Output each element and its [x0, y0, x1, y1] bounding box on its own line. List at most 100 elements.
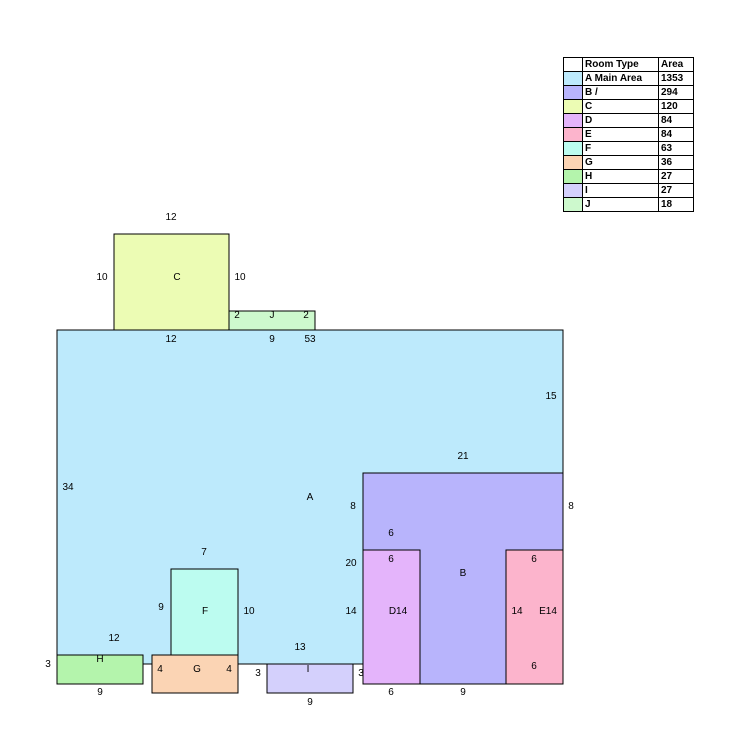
- legend-room-type: C: [582, 99, 659, 114]
- legend-room-area: 36: [658, 155, 694, 170]
- room-f-dim-left: 9: [158, 602, 164, 613]
- room-g[interactable]: [151, 654, 239, 694]
- legend-room-area: 27: [658, 183, 694, 198]
- room-c[interactable]: [113, 233, 230, 331]
- legend-room-area: 120: [658, 99, 694, 114]
- legend-header-type: Room Type: [582, 57, 659, 72]
- legend-room-type: H: [582, 169, 659, 184]
- room-c-label: C: [173, 272, 180, 283]
- room-e-dim-top: 6: [531, 554, 537, 565]
- room-a-dim-14: 14: [345, 606, 357, 617]
- room-a-dim-15: 15: [545, 391, 557, 402]
- room-a-dim-8: 8: [350, 501, 356, 512]
- room-d-dim-top: 6: [388, 554, 394, 565]
- legend-room-type: E: [582, 127, 659, 142]
- room-d-dim-bottom: 6: [388, 687, 394, 698]
- room-e-dim-left: 14: [511, 606, 523, 617]
- room-a-dim-3: 3: [358, 668, 364, 679]
- room-h-label: H: [96, 654, 103, 665]
- legend-room-area: 1353: [658, 71, 694, 86]
- room-a-dim-13: 13: [294, 642, 306, 653]
- legend-header-row: Room Type Area: [563, 57, 694, 72]
- legend-room-type: J: [582, 197, 659, 212]
- room-c-dim-left: 10: [96, 272, 108, 283]
- legend-swatch-g: [563, 155, 583, 170]
- legend-header-area: Area: [658, 57, 694, 72]
- legend-room-area: 294: [658, 85, 694, 100]
- room-e-name: E: [539, 606, 546, 617]
- room-a-dim-34: 34: [62, 482, 74, 493]
- room-j-dim-bottom: 9: [269, 334, 275, 345]
- room-d-name: D: [389, 606, 396, 617]
- room-h-dim-left: 3: [45, 659, 51, 670]
- room-e-label: E14: [539, 606, 557, 617]
- legend-room-type: D: [582, 113, 659, 128]
- legend-swatch-e: [563, 127, 583, 142]
- legend-swatch-j: [563, 197, 583, 212]
- room-j-label: J: [270, 310, 275, 321]
- legend-room-type: G: [582, 155, 659, 170]
- room-f-dim-right: 10: [243, 606, 255, 617]
- room-e-dim-bottom: 6: [531, 661, 537, 672]
- room-a-label: A: [307, 492, 314, 503]
- room-h[interactable]: [56, 654, 144, 685]
- legend-swatch-a: [563, 71, 583, 86]
- room-g-dim-left: 4: [157, 664, 163, 675]
- room-j-dim-left: 2: [234, 310, 240, 321]
- room-c-dim-right: 10: [234, 272, 246, 283]
- room-d-dim-right: 14: [396, 606, 408, 617]
- legend-swatch-f: [563, 141, 583, 156]
- legend-room-type: A Main Area: [582, 71, 659, 86]
- legend-swatch-b: [563, 85, 583, 100]
- legend-room-type: I: [582, 183, 659, 198]
- legend-room-area: 84: [658, 127, 694, 142]
- legend-room-area: 63: [658, 141, 694, 156]
- room-g-dim-right: 4: [226, 664, 232, 675]
- room-g-label: G: [193, 664, 201, 675]
- legend-swatch-c: [563, 99, 583, 114]
- legend-room-area: 27: [658, 169, 694, 184]
- room-b-label: B: [460, 568, 467, 579]
- room-f-label: F: [202, 606, 208, 617]
- room-j-dim-extra: 53: [304, 334, 316, 345]
- room-d-label: D14: [389, 606, 408, 617]
- legend-swatch-h: [563, 169, 583, 184]
- room-i-dim-bottom: 9: [307, 697, 313, 708]
- room-i[interactable]: [266, 663, 354, 694]
- legend-room-area: 84: [658, 113, 694, 128]
- room-i-label: I: [307, 664, 310, 675]
- room-c-dim-bottom: 12: [165, 334, 177, 345]
- room-i-dim-left: 3: [255, 668, 261, 679]
- room-j-dim-right: 2: [303, 310, 309, 321]
- room-f-dim-top: 7: [201, 547, 207, 558]
- room-h-dim-top: 12: [108, 633, 120, 644]
- room-b-dim-right: 8: [568, 501, 574, 512]
- legend-swatch-d: [563, 113, 583, 128]
- legend-swatch-i: [563, 183, 583, 198]
- legend-room-type: F: [582, 141, 659, 156]
- legend-header-swatch: [563, 57, 583, 72]
- room-j[interactable]: [228, 310, 316, 331]
- legend-room-area: 18: [658, 197, 694, 212]
- room-b-dim-bottom: 9: [460, 687, 466, 698]
- room-e-dim-right: 14: [546, 606, 558, 617]
- legend-row: B /294: [563, 85, 694, 100]
- legend-room-type: B /: [582, 85, 659, 100]
- room-b-dim-6: 6: [388, 528, 394, 539]
- room-h-dim-bottom: 9: [97, 687, 103, 698]
- room-a-dim-20: 20: [345, 558, 357, 569]
- room-a-dim-21: 21: [457, 451, 469, 462]
- room-e[interactable]: [505, 549, 564, 685]
- room-d[interactable]: [362, 549, 421, 685]
